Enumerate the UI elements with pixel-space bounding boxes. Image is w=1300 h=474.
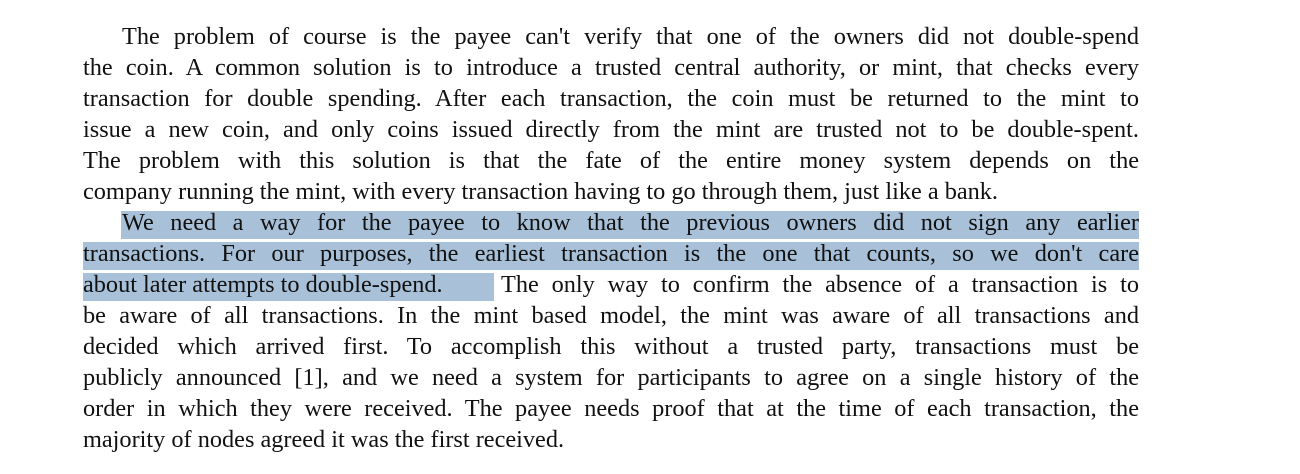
- text-line: publicly announced [1], and we need a sy…: [83, 364, 1139, 391]
- text-line: the coin. A common solution is to introd…: [83, 54, 1139, 81]
- text-line: decided which arrived first. To accompli…: [83, 333, 1139, 360]
- text-line: order in which they were received. The p…: [83, 395, 1139, 422]
- text-line: issue a new coin, and only coins issued …: [83, 116, 1139, 143]
- highlighted-text-line[interactable]: transactions. For our purposes, the earl…: [83, 240, 1139, 267]
- text-line: majority of nodes agreed it was the firs…: [83, 426, 565, 453]
- selection-highlight: [83, 273, 494, 301]
- text-line: The problem with this solution is that t…: [83, 147, 1139, 174]
- text-line: company running the mint, with every tra…: [83, 178, 999, 205]
- highlighted-text-line[interactable]: We need a way for the payee to know that…: [122, 209, 1139, 236]
- mixed-text-line: about later attempts to double-spend. Th…: [83, 269, 1139, 300]
- text-line-rest: The only way to confirm the absence of a…: [501, 271, 1139, 298]
- text-line: be aware of all transactions. In the min…: [83, 302, 1139, 329]
- highlighted-text-tail[interactable]: about later attempts to double-spend.: [83, 271, 443, 298]
- selection-highlight: [83, 242, 1139, 270]
- text-line: The problem of course is the payee can't…: [122, 23, 1139, 50]
- selection-highlight: [121, 211, 1139, 239]
- text-line: transaction for double spending. After e…: [83, 85, 1139, 112]
